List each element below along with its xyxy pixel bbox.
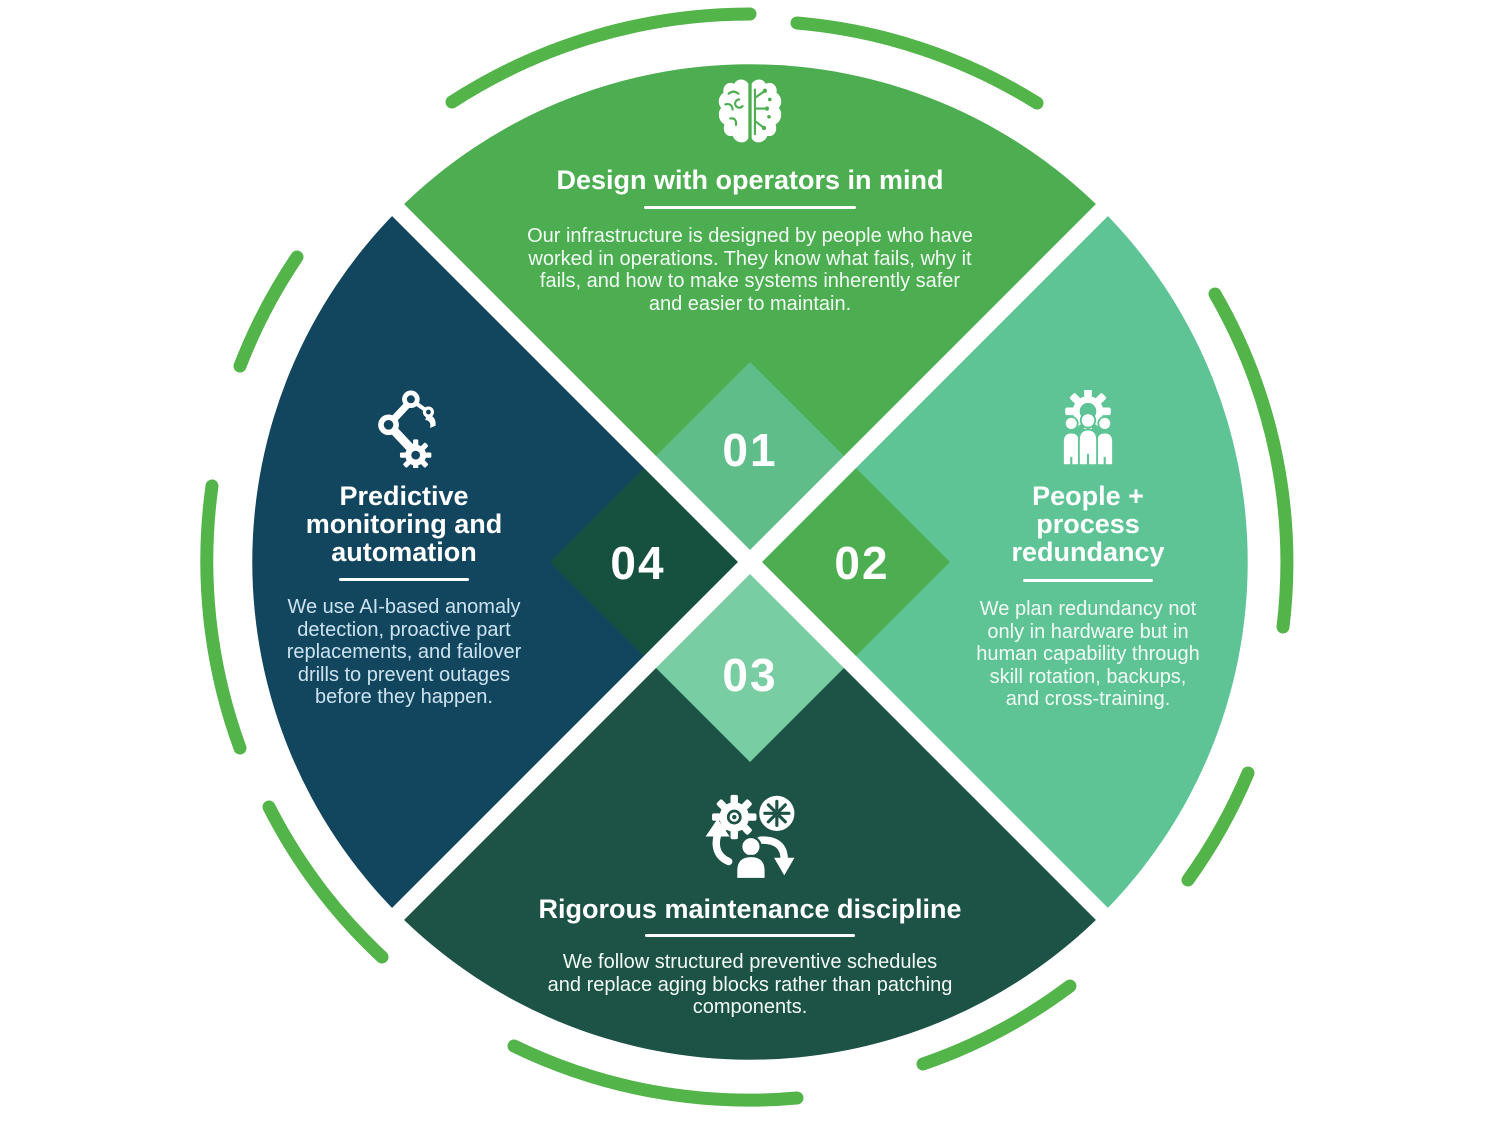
quadrant-title: Rigorous maintenance discipline — [538, 894, 962, 924]
quadrant-left: Predictive monitoring and automation We … — [274, 388, 534, 709]
quadrant-top: Design with operators in mind Our infras… — [515, 77, 985, 315]
divider-band — [319, 131, 1181, 993]
clock-icon — [759, 795, 795, 831]
quadrant-title: Predictive monitoring and automation — [305, 481, 503, 567]
gripper-claw — [424, 414, 436, 428]
quadrant-title: Design with operators in mind — [556, 165, 944, 195]
arc-segment — [200, 479, 247, 755]
dashed-ring — [200, 7, 1294, 1107]
wedge-left — [252, 210, 750, 914]
down-arrow-icon — [756, 836, 788, 864]
title-underline — [339, 578, 469, 581]
brain-circuit-icon — [718, 79, 782, 143]
wedge-right — [750, 210, 1248, 914]
arc-segment — [1208, 287, 1294, 634]
person-icon — [734, 835, 767, 880]
title-underline — [644, 206, 856, 209]
step-number-02: 02 — [834, 537, 890, 589]
quadrant-right: People + process redundancy We plan redu… — [963, 390, 1213, 711]
arc-segment — [233, 250, 304, 373]
step-number-04: 04 — [610, 537, 666, 589]
arc-segment — [445, 7, 757, 109]
people-gear-icon — [1061, 390, 1115, 466]
title-underline — [645, 934, 855, 937]
arc-segment — [507, 1039, 804, 1107]
quadrant-title: People + process redundancy — [1011, 481, 1165, 567]
arc-segment — [262, 800, 389, 964]
quadrant-body: We use AI-based anomaly detection, proac… — [286, 596, 522, 708]
robot-arm-icon — [377, 390, 436, 468]
maintenance-cycle-icon — [705, 794, 795, 880]
title-underline — [1023, 579, 1153, 582]
arc-segment — [1181, 766, 1255, 887]
wedge-bottom — [398, 562, 1102, 1060]
arc-segment — [790, 16, 1044, 110]
quadrant-bottom: Rigorous maintenance discipline We follo… — [535, 793, 965, 1019]
arc-segment — [916, 979, 1077, 1071]
step-number-01: 01 — [722, 424, 778, 476]
quadrant-body: We follow structured preventive schedule… — [547, 951, 953, 1018]
step-number-03: 03 — [722, 649, 778, 701]
up-arrow-icon — [712, 830, 733, 866]
quadrant-body: We plan redundancy not only in hardware … — [976, 598, 1200, 710]
wedge-top — [398, 64, 1102, 562]
quadrant-body: Our infrastructure is designed by people… — [527, 225, 973, 315]
